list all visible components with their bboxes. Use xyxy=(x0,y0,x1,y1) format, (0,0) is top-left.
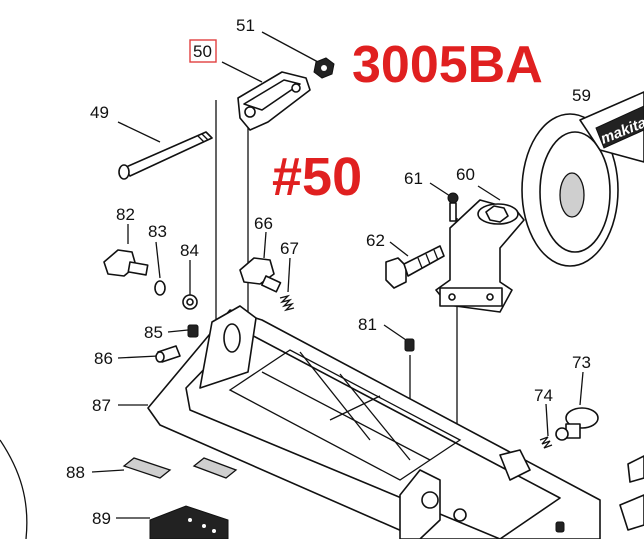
callout-86: 86 xyxy=(94,349,113,368)
callout-73: 73 xyxy=(572,353,591,372)
callout-82: 82 xyxy=(116,205,135,224)
callout-62: 62 xyxy=(366,231,385,250)
part-62-bolt xyxy=(385,245,445,289)
part-86-pin xyxy=(155,345,181,363)
part-88-plate xyxy=(122,457,238,479)
callout-74: 74 xyxy=(534,386,553,405)
part-51-nut xyxy=(313,57,335,79)
callout-59: 59 xyxy=(572,86,591,105)
callout-60: 60 xyxy=(456,165,475,184)
part-89-plate xyxy=(149,505,229,539)
callout-50: 50 xyxy=(193,42,212,61)
part-85-set-screw xyxy=(187,324,199,338)
part-87-base-plate xyxy=(147,305,601,539)
part-84-washer xyxy=(182,294,198,310)
part-67-spring xyxy=(279,294,295,312)
part-74-spring xyxy=(539,436,553,449)
part-81-set-screw xyxy=(404,338,415,352)
model-title: 3005BA xyxy=(352,36,543,94)
edge-part-left xyxy=(0,439,28,539)
part-82-wing-bolt xyxy=(103,249,149,277)
callout-61: 61 xyxy=(404,169,423,188)
part-highlight-label: #50 xyxy=(272,147,362,207)
callout-83: 83 xyxy=(148,222,167,241)
part-60-pillar xyxy=(435,199,525,313)
part-50-bracket xyxy=(237,71,311,131)
edge-part-right xyxy=(555,455,644,533)
callout-85: 85 xyxy=(144,323,163,342)
callout-88: 88 xyxy=(66,463,85,482)
part-73-knob xyxy=(555,407,599,441)
callout-labels: 51 50 59 49 61 60 82 83 66 84 67 62 85 8… xyxy=(66,16,591,528)
callout-50-box xyxy=(189,39,217,63)
callout-49: 49 xyxy=(90,103,109,122)
callout-87: 87 xyxy=(92,396,111,415)
callout-89: 89 xyxy=(92,509,111,528)
part-59-grip: makita xyxy=(521,91,644,267)
part-61-screw xyxy=(447,192,459,222)
callout-66: 66 xyxy=(254,214,273,233)
part-49-pin xyxy=(118,131,213,180)
part-83-washer xyxy=(154,280,166,296)
callout-81: 81 xyxy=(358,315,377,334)
part-66-wing-bolt xyxy=(239,257,282,293)
callout-51: 51 xyxy=(236,16,255,35)
callout-84: 84 xyxy=(180,241,199,260)
callout-67: 67 xyxy=(280,239,299,258)
